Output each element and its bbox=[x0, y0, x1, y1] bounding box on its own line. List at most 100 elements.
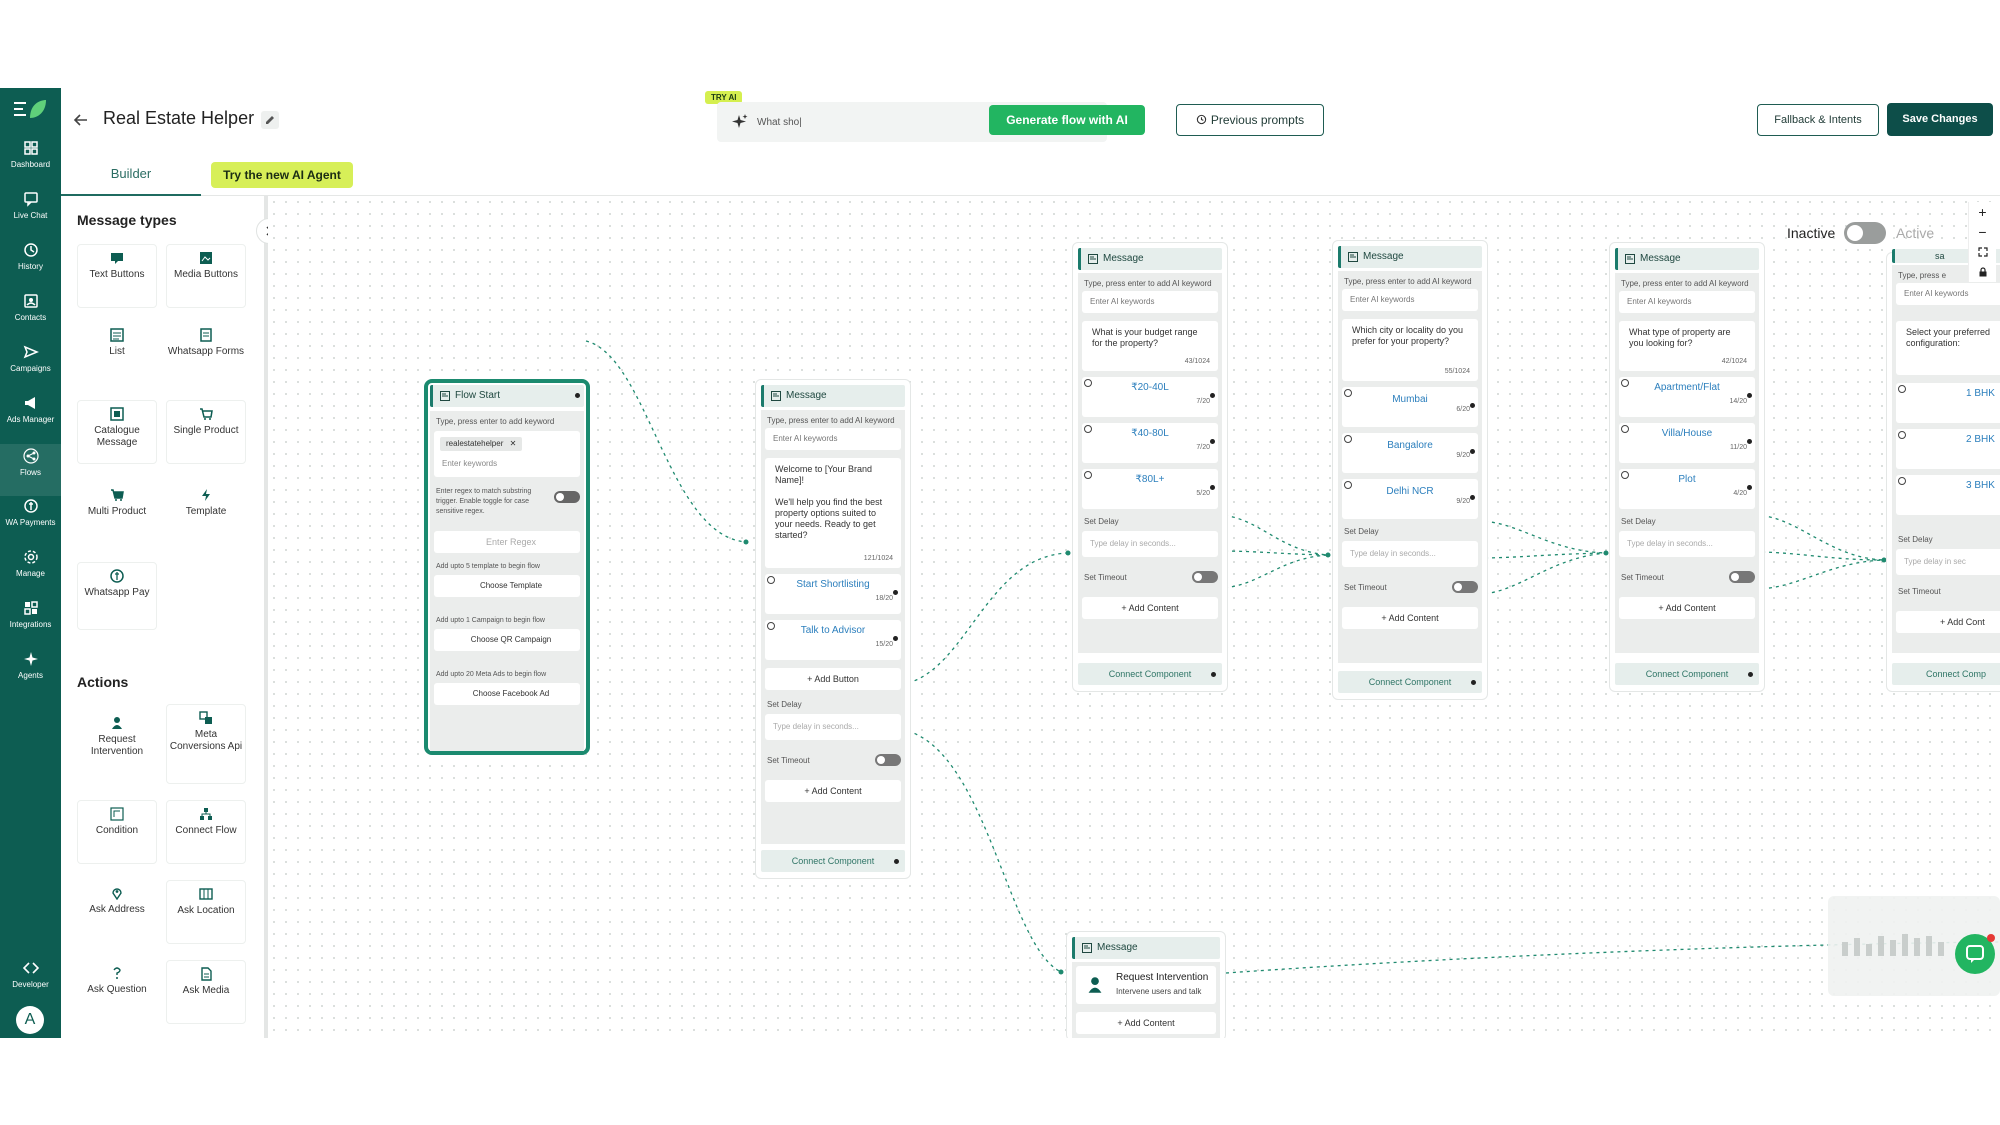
nav-developer[interactable]: Developer bbox=[0, 960, 61, 1006]
nav-manage[interactable]: Manage bbox=[0, 549, 61, 595]
intervention-card[interactable]: Request Intervention Intervene users and… bbox=[1076, 966, 1216, 1004]
add-content-button[interactable]: + Add Content bbox=[1076, 1012, 1216, 1034]
tab-builder[interactable]: Builder bbox=[61, 152, 201, 196]
add-content-button[interactable]: + Add Content bbox=[765, 780, 901, 802]
nav-history[interactable]: History bbox=[0, 242, 61, 288]
connect-component-button[interactable]: Connect Component bbox=[1078, 663, 1222, 685]
close-icon[interactable]: ✕ bbox=[509, 439, 517, 448]
active-status-toggle[interactable] bbox=[1844, 222, 1886, 244]
choose-facebook-ad-button[interactable]: Choose Facebook Ad bbox=[434, 683, 580, 705]
palette-list[interactable]: List bbox=[77, 322, 157, 386]
output-port[interactable] bbox=[1747, 393, 1752, 398]
add-content-button[interactable]: + Add Content bbox=[1342, 607, 1478, 629]
message-text[interactable]: Which city or locality do you prefer for… bbox=[1342, 319, 1478, 381]
palette-catalogue-message[interactable]: Catalogue Message bbox=[77, 400, 157, 464]
fit-view-button[interactable] bbox=[1969, 242, 1996, 262]
palette-template[interactable]: Template bbox=[166, 482, 246, 546]
palette-text-buttons[interactable]: Text Buttons bbox=[77, 244, 157, 308]
delay-input[interactable]: Type delay in seconds... bbox=[1619, 531, 1755, 557]
keyword-field[interactable]: realestatehelper ✕ Enter keywords bbox=[434, 431, 580, 477]
message-node-configuration[interactable]: sa Type, press e Enter AI keywords Selec… bbox=[1886, 249, 2000, 692]
timeout-toggle[interactable] bbox=[1729, 571, 1755, 583]
message-node-property-type[interactable]: Message Type, press enter to add AI keyw… bbox=[1609, 242, 1765, 692]
palette-request-intervention[interactable]: Request Intervention bbox=[77, 710, 157, 780]
output-port[interactable] bbox=[1210, 485, 1215, 490]
nav-ads-manager[interactable]: Ads Manager bbox=[0, 395, 61, 441]
output-port[interactable] bbox=[1470, 403, 1475, 408]
button-option[interactable]: 2 BHK bbox=[1896, 429, 2000, 469]
ai-keyword-input[interactable]: Enter AI keywords bbox=[1896, 283, 2000, 305]
output-port[interactable] bbox=[1210, 393, 1215, 398]
back-arrow-icon[interactable] bbox=[71, 110, 91, 130]
chat-support-button[interactable] bbox=[1955, 934, 1995, 974]
output-port[interactable] bbox=[1470, 495, 1475, 500]
nav-contacts[interactable]: Contacts bbox=[0, 293, 61, 339]
zoom-in-button[interactable]: + bbox=[1978, 204, 1987, 220]
pencil-icon[interactable] bbox=[261, 111, 279, 129]
previous-prompts-button[interactable]: Previous prompts bbox=[1176, 104, 1324, 136]
output-port[interactable] bbox=[1211, 672, 1216, 677]
ai-keyword-input[interactable]: Enter AI keywords bbox=[765, 428, 901, 450]
button-option[interactable]: ₹80L+5/20 bbox=[1082, 469, 1218, 509]
regex-input[interactable]: Enter Regex bbox=[434, 531, 580, 553]
add-button[interactable]: + Add Button bbox=[765, 668, 901, 690]
palette-ask-media[interactable]: Ask Media bbox=[166, 960, 246, 1024]
output-port[interactable] bbox=[1748, 672, 1753, 677]
button-option[interactable]: 3 BHK bbox=[1896, 475, 2000, 515]
timeout-toggle[interactable] bbox=[1452, 581, 1478, 593]
flow-start-node[interactable]: Flow Start Type, press enter to add keyw… bbox=[424, 379, 590, 755]
tab-ai-agent[interactable]: Try the new AI Agent bbox=[211, 162, 353, 188]
delay-input[interactable]: Type delay in sec bbox=[1896, 549, 2000, 575]
palette-ask-address[interactable]: Ask Address bbox=[77, 880, 157, 944]
delay-input[interactable]: Type delay in seconds... bbox=[1342, 541, 1478, 567]
flow-canvas[interactable]: Flow Start Type, press enter to add keyw… bbox=[268, 196, 2000, 1038]
timeout-toggle[interactable] bbox=[875, 754, 901, 766]
ai-prompt-input[interactable] bbox=[757, 111, 977, 133]
message-node-city[interactable]: Message Type, press enter to add AI keyw… bbox=[1332, 240, 1488, 700]
message-text[interactable]: Select your preferred configuration: bbox=[1896, 321, 2000, 375]
message-text[interactable]: What type of property are you looking fo… bbox=[1619, 321, 1755, 371]
nav-dashboard[interactable]: Dashboard bbox=[0, 140, 61, 186]
nav-wa-payments[interactable]: WA Payments bbox=[0, 498, 61, 544]
palette-multi-product[interactable]: Multi Product bbox=[77, 482, 157, 546]
add-content-button[interactable]: + Add Content bbox=[1619, 597, 1755, 619]
ai-keyword-input[interactable]: Enter AI keywords bbox=[1342, 289, 1478, 311]
connect-component-button[interactable]: Connect Component bbox=[1615, 663, 1759, 685]
add-content-button[interactable]: + Add Content bbox=[1082, 597, 1218, 619]
lock-button[interactable] bbox=[1969, 262, 1996, 282]
zoom-out-button[interactable]: − bbox=[1978, 224, 1987, 240]
button-option[interactable]: 1 BHK bbox=[1896, 383, 2000, 423]
connect-component-button[interactable]: Connect Comp bbox=[1892, 663, 2000, 685]
add-content-button[interactable]: + Add Cont bbox=[1896, 611, 2000, 633]
case-sensitive-toggle[interactable] bbox=[554, 491, 580, 503]
logo-icon[interactable] bbox=[14, 98, 48, 120]
palette-media-buttons[interactable]: Media Buttons bbox=[166, 244, 246, 308]
palette-whatsapp-forms[interactable]: Whatsapp Forms bbox=[166, 322, 246, 386]
output-port[interactable] bbox=[893, 636, 898, 641]
output-port[interactable] bbox=[1471, 680, 1476, 685]
output-port[interactable] bbox=[1747, 439, 1752, 444]
timeout-toggle[interactable] bbox=[1192, 571, 1218, 583]
connect-component-button[interactable]: Connect Component bbox=[1338, 671, 1482, 693]
message-node-budget[interactable]: Message Type, press enter to add AI keyw… bbox=[1072, 242, 1228, 692]
fallback-intents-button[interactable]: Fallback & Intents bbox=[1757, 104, 1879, 136]
nav-agents[interactable]: Agents bbox=[0, 651, 61, 697]
nav-live-chat[interactable]: Live Chat bbox=[0, 191, 61, 237]
ai-keyword-input[interactable]: Enter AI keywords bbox=[1619, 291, 1755, 313]
nav-campaigns[interactable]: Campaigns bbox=[0, 344, 61, 390]
message-text[interactable]: What is your budget range for the proper… bbox=[1082, 321, 1218, 371]
save-changes-button[interactable]: Save Changes bbox=[1887, 103, 1993, 136]
message-text[interactable]: Welcome to [Your Brand Name]! We'll help… bbox=[765, 458, 901, 568]
output-port[interactable] bbox=[575, 393, 580, 398]
choose-qr-campaign-button[interactable]: Choose QR Campaign bbox=[434, 629, 580, 651]
palette-meta-conversions-api[interactable]: Meta Conversions Api bbox=[166, 704, 246, 784]
palette-whatsapp-pay[interactable]: Whatsapp Pay bbox=[77, 562, 157, 630]
ai-keyword-input[interactable]: Enter AI keywords bbox=[1082, 291, 1218, 313]
